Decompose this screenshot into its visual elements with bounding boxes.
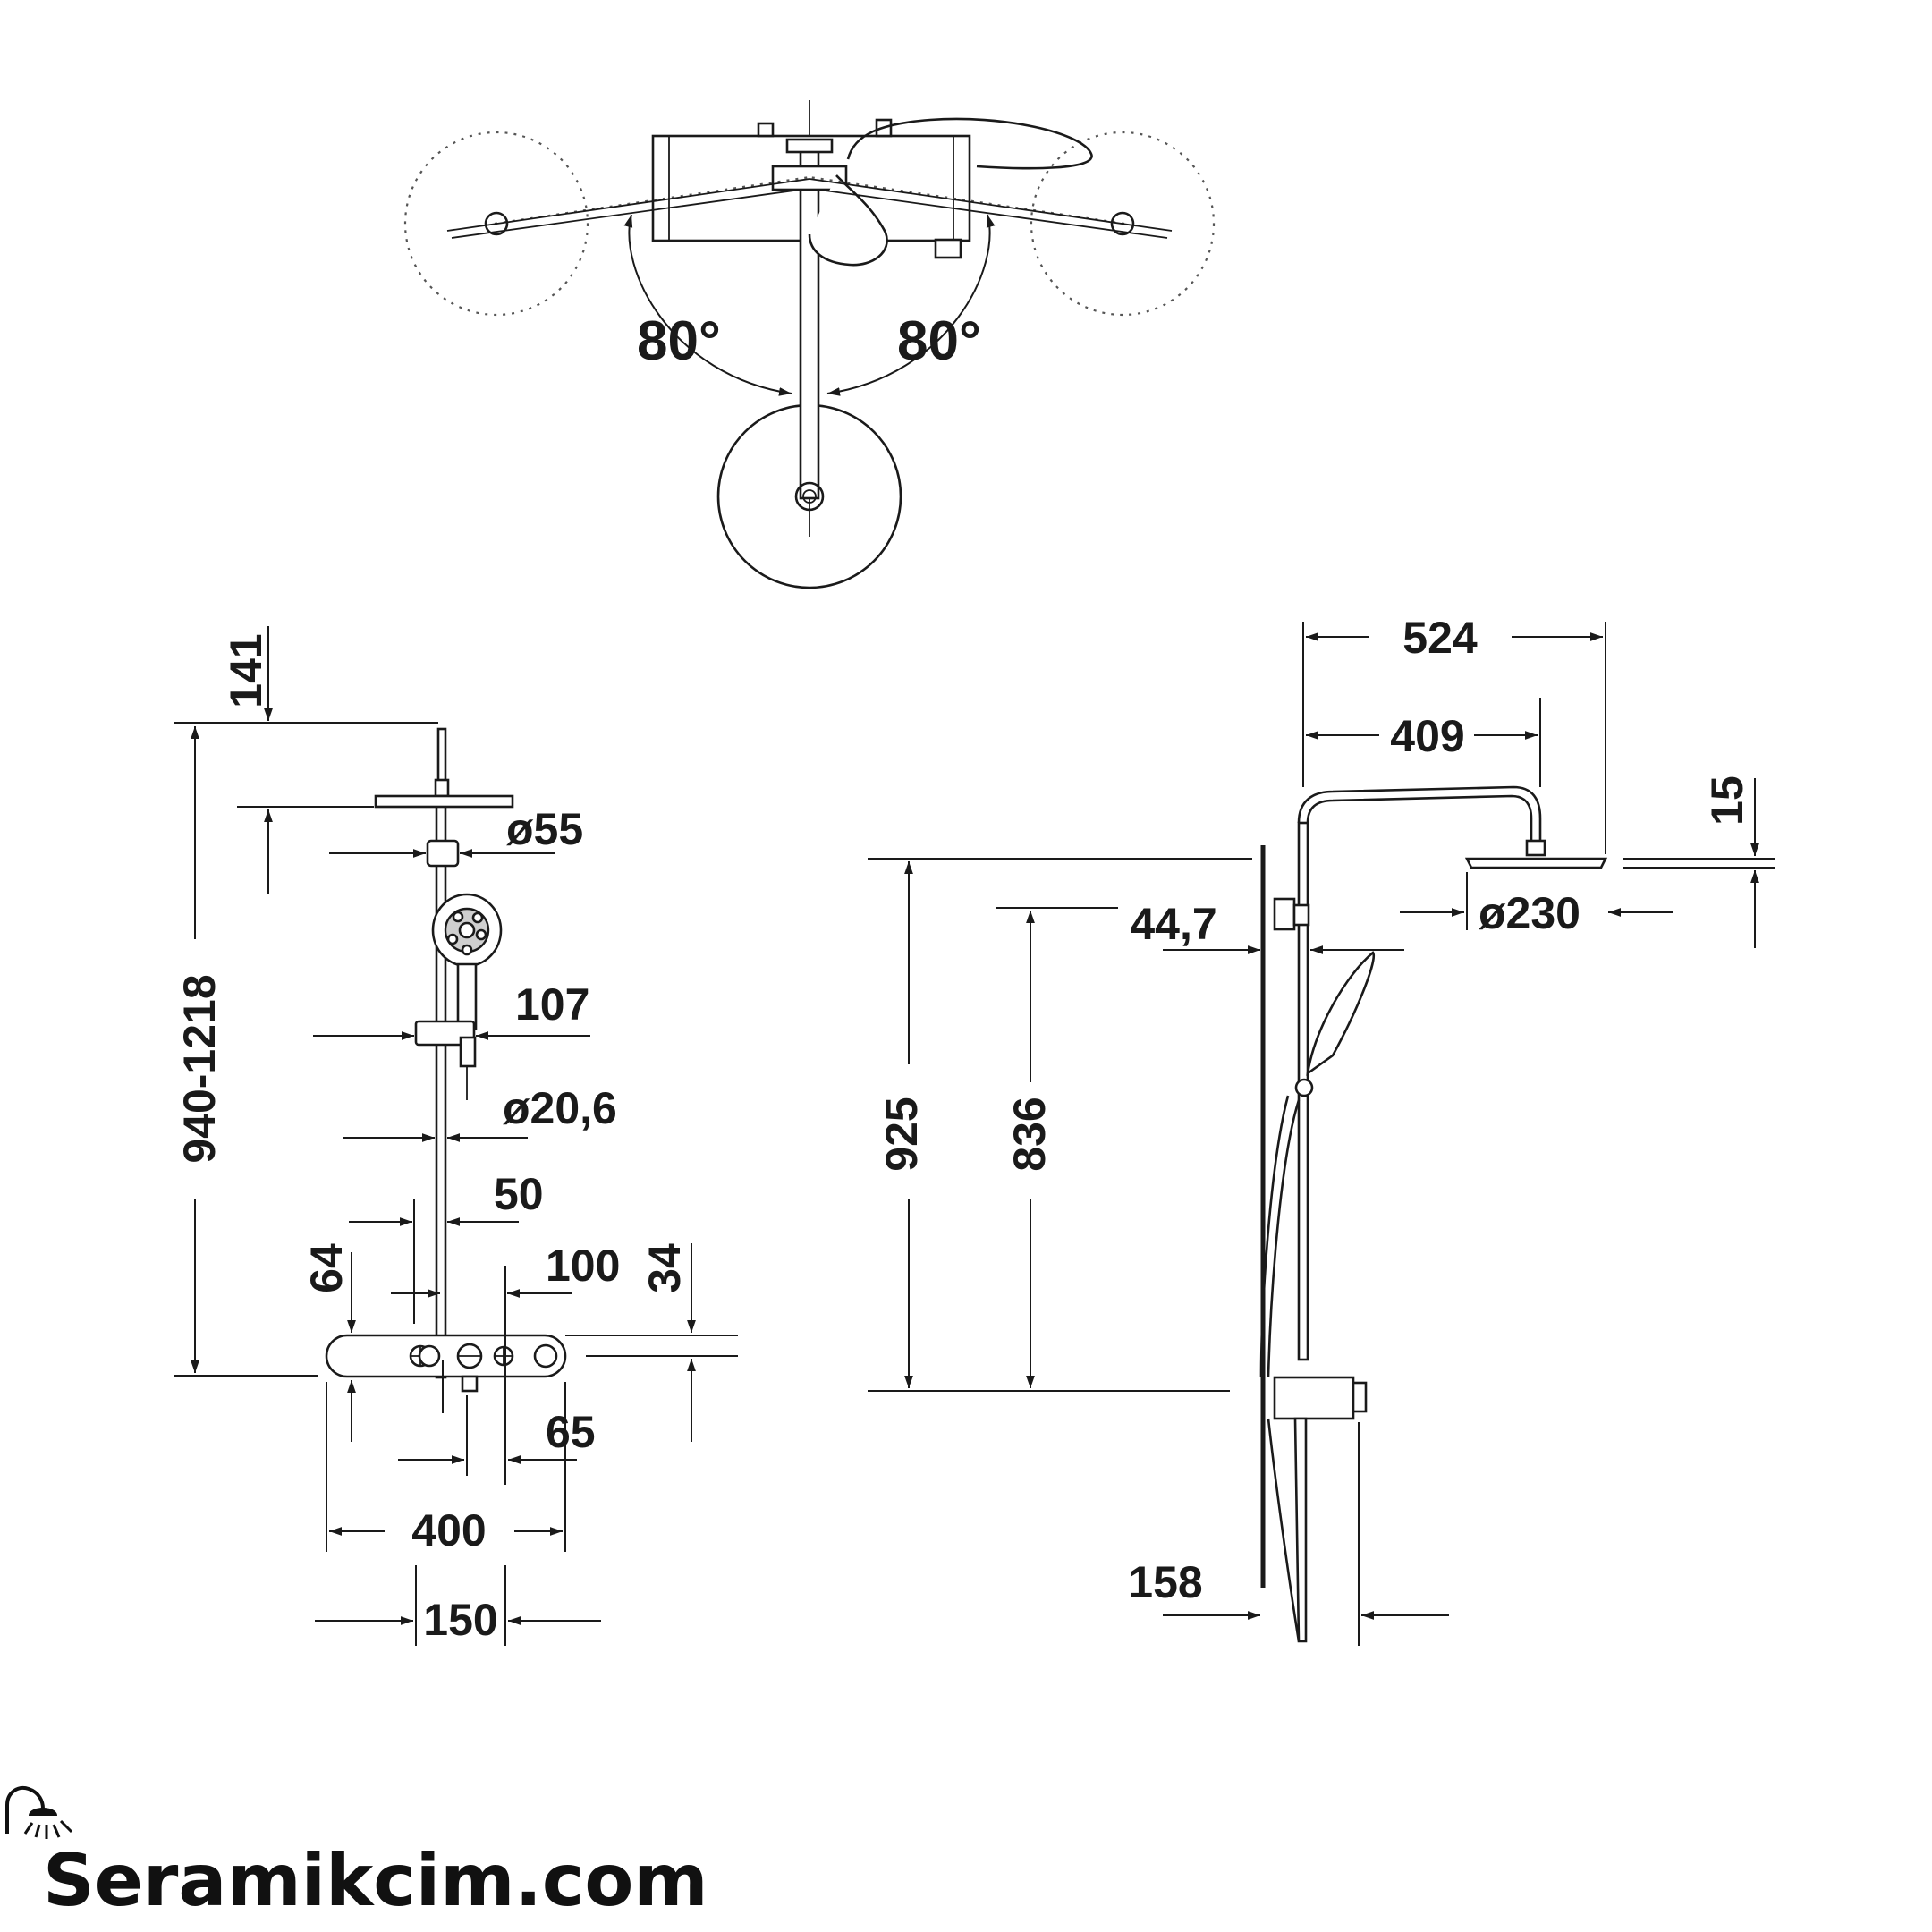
dim-524-label: 524 <box>1402 613 1478 663</box>
side-rain-head <box>1464 857 1608 869</box>
shower-head-icon <box>5 1786 73 1839</box>
angle-left-label: 80° <box>637 310 721 372</box>
dim-d55-label: ø55 <box>506 804 583 854</box>
dim-d230-label: ø230 <box>1479 888 1580 938</box>
dim-65-label: 65 <box>546 1407 596 1457</box>
side-bracket <box>1273 897 1296 931</box>
dim-158-label: 158 <box>1128 1557 1202 1607</box>
side-view: 524 409 15 ø230 44,7 925 836 <box>868 613 1775 1646</box>
dim-44-7-label: 44,7 <box>1130 899 1216 949</box>
dim-107-label: 107 <box>515 979 589 1030</box>
dim-141-label: 141 <box>221 633 271 708</box>
dim-64-label: 64 <box>301 1243 352 1293</box>
dim-height-range-label: 940-1218 <box>174 974 225 1163</box>
right-angle-arc <box>826 214 996 396</box>
angle-right-label: 80° <box>897 310 981 372</box>
dim-409-label: 409 <box>1390 711 1464 761</box>
top-view: 80° 80° <box>403 100 1216 589</box>
dim-50-label: 50 <box>494 1169 544 1219</box>
left-swing-circle <box>403 131 589 317</box>
overhead-arm <box>1297 785 1542 841</box>
left-angle-arc <box>623 214 792 396</box>
side-thermostat <box>1273 1376 1355 1420</box>
dim-836-label: 836 <box>1004 1097 1055 1171</box>
watermark: Seramikcim.com <box>5 1786 708 1922</box>
front-view: 141 940-1218 ø55 107 ø20,6 50 64 100 <box>174 626 738 1646</box>
dim-15-label: 15 <box>1702 775 1752 826</box>
riser-rail <box>435 785 447 1379</box>
dim-d20-6-label: ø20,6 <box>503 1083 617 1133</box>
dim-34-label: 34 <box>640 1243 690 1293</box>
hose <box>846 117 1093 170</box>
rain-shower-head <box>374 794 514 809</box>
wall-bracket <box>426 839 460 868</box>
side-hand-shower <box>1306 951 1376 1076</box>
right-swing-circle <box>1030 131 1216 317</box>
dim-400-label: 400 <box>411 1505 486 1555</box>
watermark-text: Seramikcim.com <box>43 1839 708 1922</box>
dim-925-label: 925 <box>877 1097 927 1171</box>
shower-arm-top <box>799 143 820 500</box>
dim-150-label: 150 <box>423 1595 497 1645</box>
thermostat-bar <box>325 1334 567 1378</box>
dim-100-label: 100 <box>546 1241 620 1291</box>
